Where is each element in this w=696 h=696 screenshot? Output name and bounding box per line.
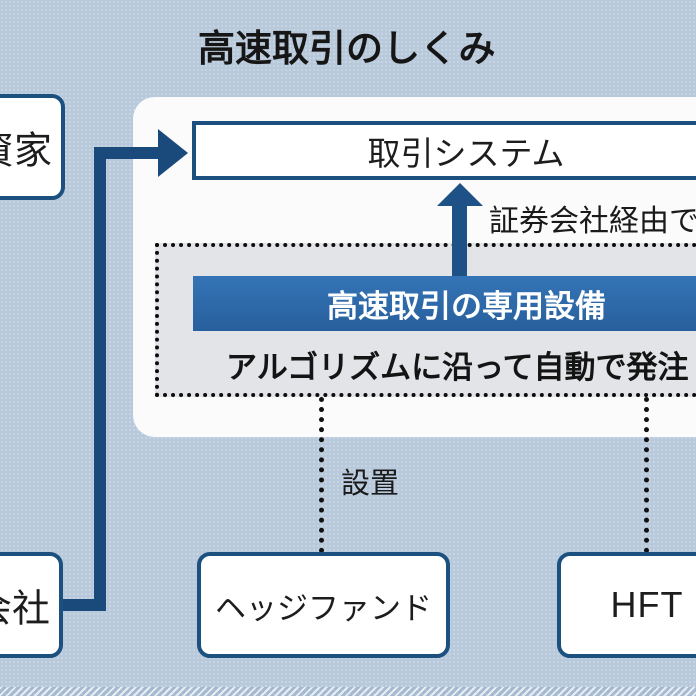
hft-box: HFT [557, 552, 696, 658]
broker-box: 証券会社 [0, 552, 63, 658]
broker-connector-horizontal [94, 147, 160, 159]
broker-connector-vertical [94, 147, 106, 611]
investor-label: 投資家 [0, 130, 52, 173]
facility-label: 高速取引の専用設備 [327, 289, 606, 324]
setup-dotted-line-hft [644, 397, 649, 553]
arrow-right-icon [158, 129, 188, 177]
broker-label: 証券会社 [0, 588, 50, 631]
hedge-fund-label: ヘッジファンド [215, 590, 432, 626]
via-broker-annotation: 証券会社経由で [489, 205, 696, 238]
facility-title-bar: 高速取引の専用設備 [193, 276, 696, 331]
setup-dotted-line-hedge [319, 397, 324, 553]
up-arrow-shaft [452, 203, 467, 278]
investor-box: 投資家 [0, 94, 65, 200]
diagram-title: 高速取引のしくみ [198, 28, 496, 69]
arrow-up-icon [437, 183, 483, 206]
hedge-fund-box: ヘッジファンド [197, 552, 450, 658]
bottom-texture-strip [0, 687, 696, 696]
trading-system-box: 取引システム [192, 121, 696, 180]
facility-note: アルゴリズムに沿って自動で発注 [226, 350, 689, 385]
hft-label: HFT [610, 584, 684, 625]
setup-annotation: 設置 [341, 468, 400, 500]
broker-connector-stub [62, 599, 106, 611]
trading-system-label: 取引システム [367, 134, 565, 172]
